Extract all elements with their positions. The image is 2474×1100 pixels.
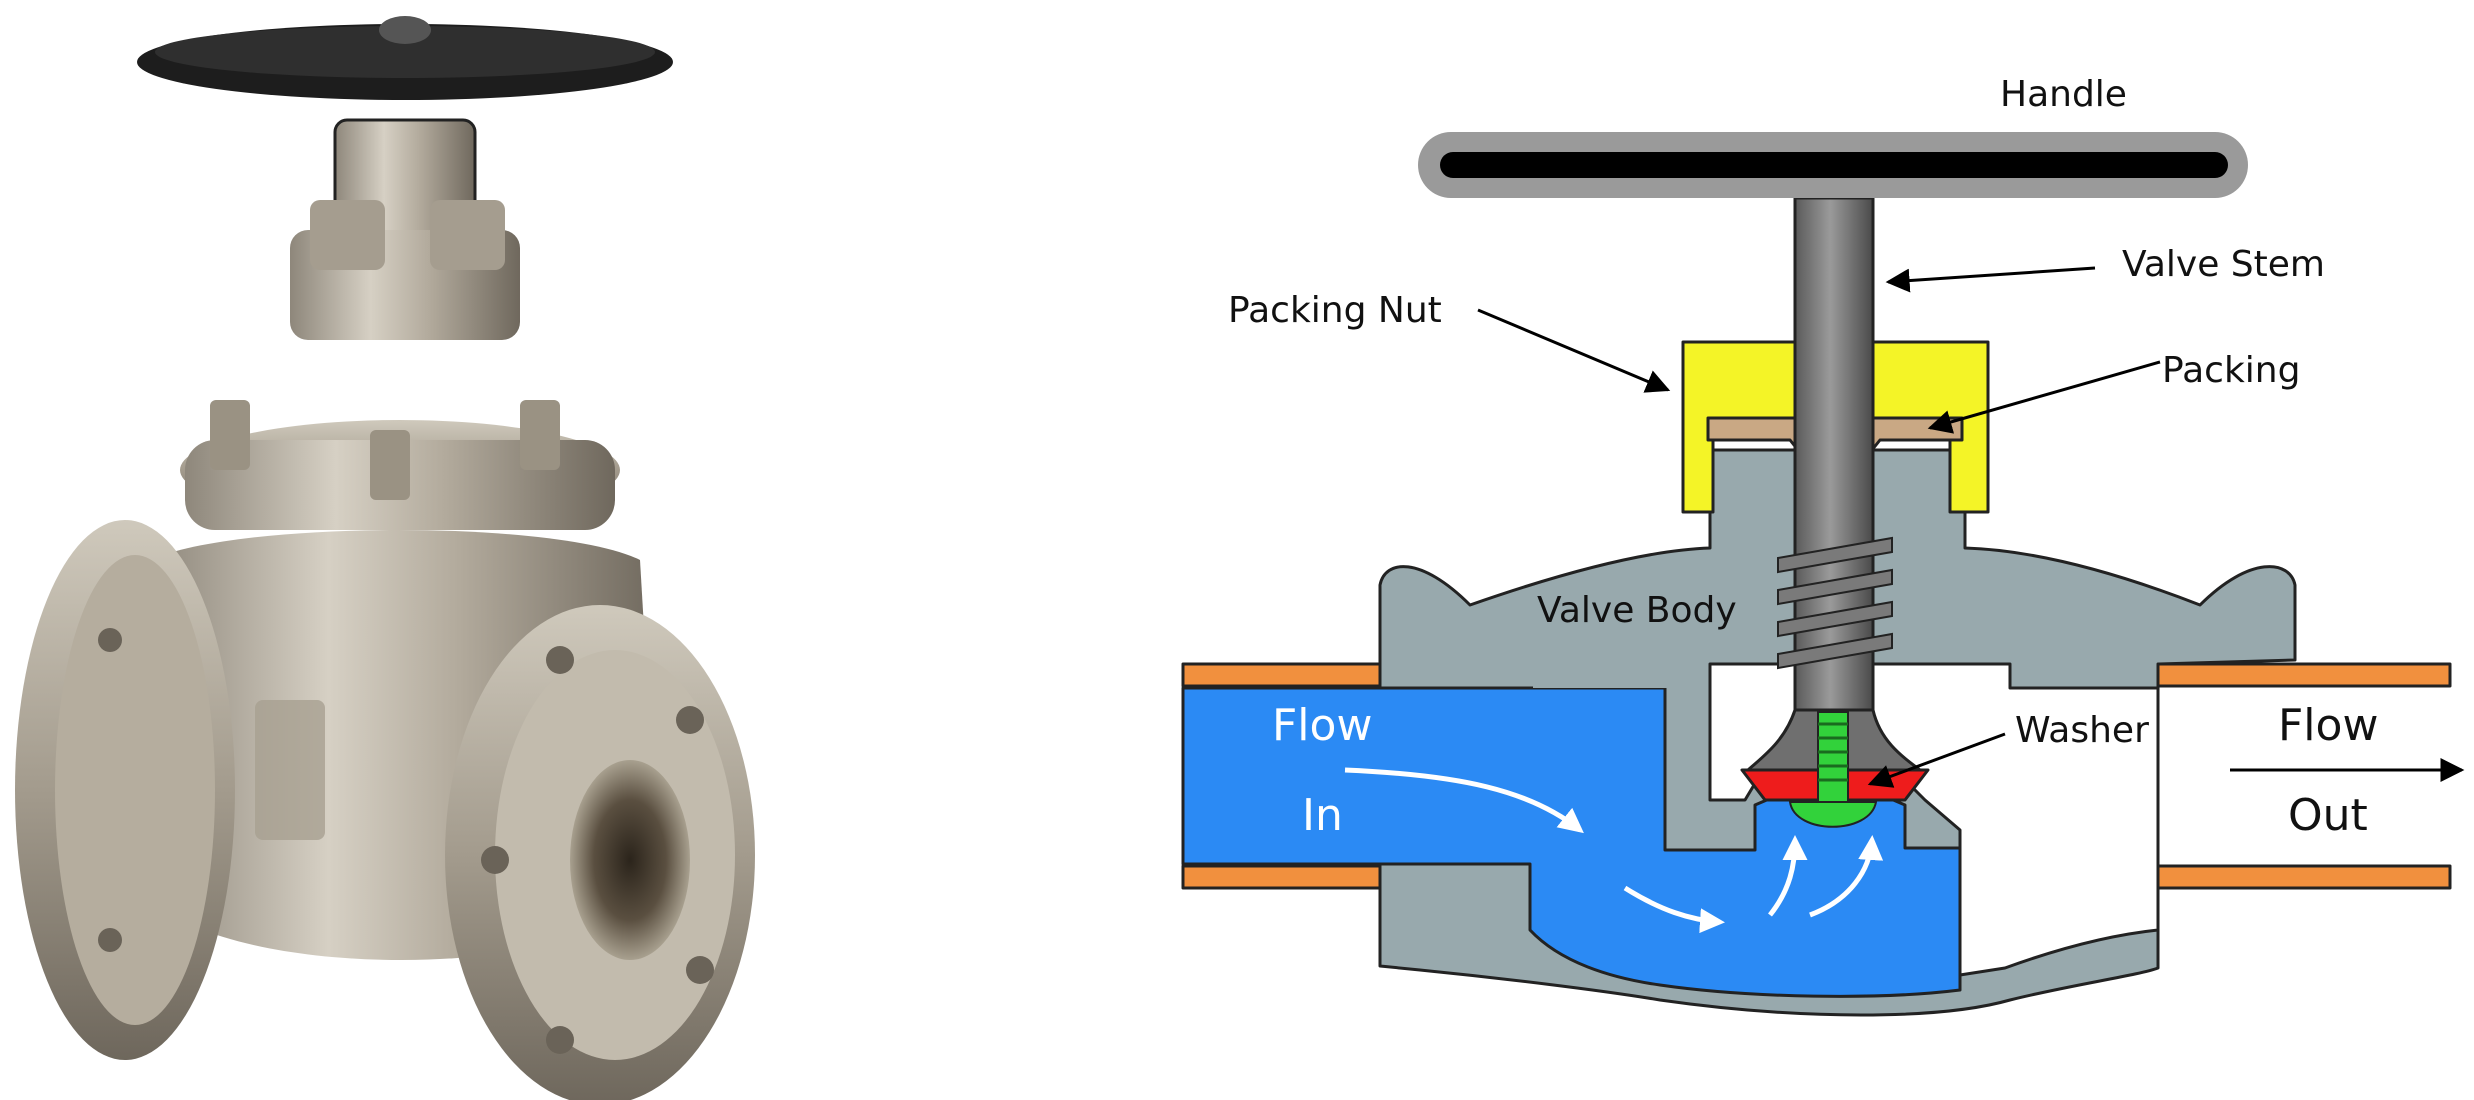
label-packing: Packing (2162, 350, 2300, 391)
outlet-bore (570, 760, 690, 960)
washer-screw (1788, 711, 1878, 828)
stem-threads (1777, 536, 1893, 670)
label-flow-out-top: Flow (2278, 700, 2378, 751)
outlet-pipe-bottom (2156, 864, 2452, 890)
label-washer: Washer (2015, 710, 2149, 751)
label-packing-nut: Packing Nut (1228, 290, 1442, 331)
outlet-pipe-top (2156, 662, 2452, 688)
flow-arrows (1344, 767, 1884, 934)
handle-inner (1440, 152, 2228, 178)
label-flow-in-bottom: In (1302, 790, 1343, 841)
valve-cross-section-diagram: Handle Valve Stem Packing Nut Packing Va… (1181, 74, 2465, 1017)
label-valve-stem: Valve Stem (2122, 244, 2325, 285)
label-flow-in-top: Flow (1272, 700, 1372, 751)
valve-stem (1793, 196, 1875, 760)
label-valve-body: Valve Body (1537, 590, 1737, 631)
leader-lines (1477, 266, 2465, 788)
label-flow-out-bottom: Out (2288, 790, 2368, 841)
valve-photo-illustration (15, 16, 755, 1100)
inlet-fluid (1181, 686, 1962, 998)
label-handle: Handle (2000, 74, 2127, 115)
